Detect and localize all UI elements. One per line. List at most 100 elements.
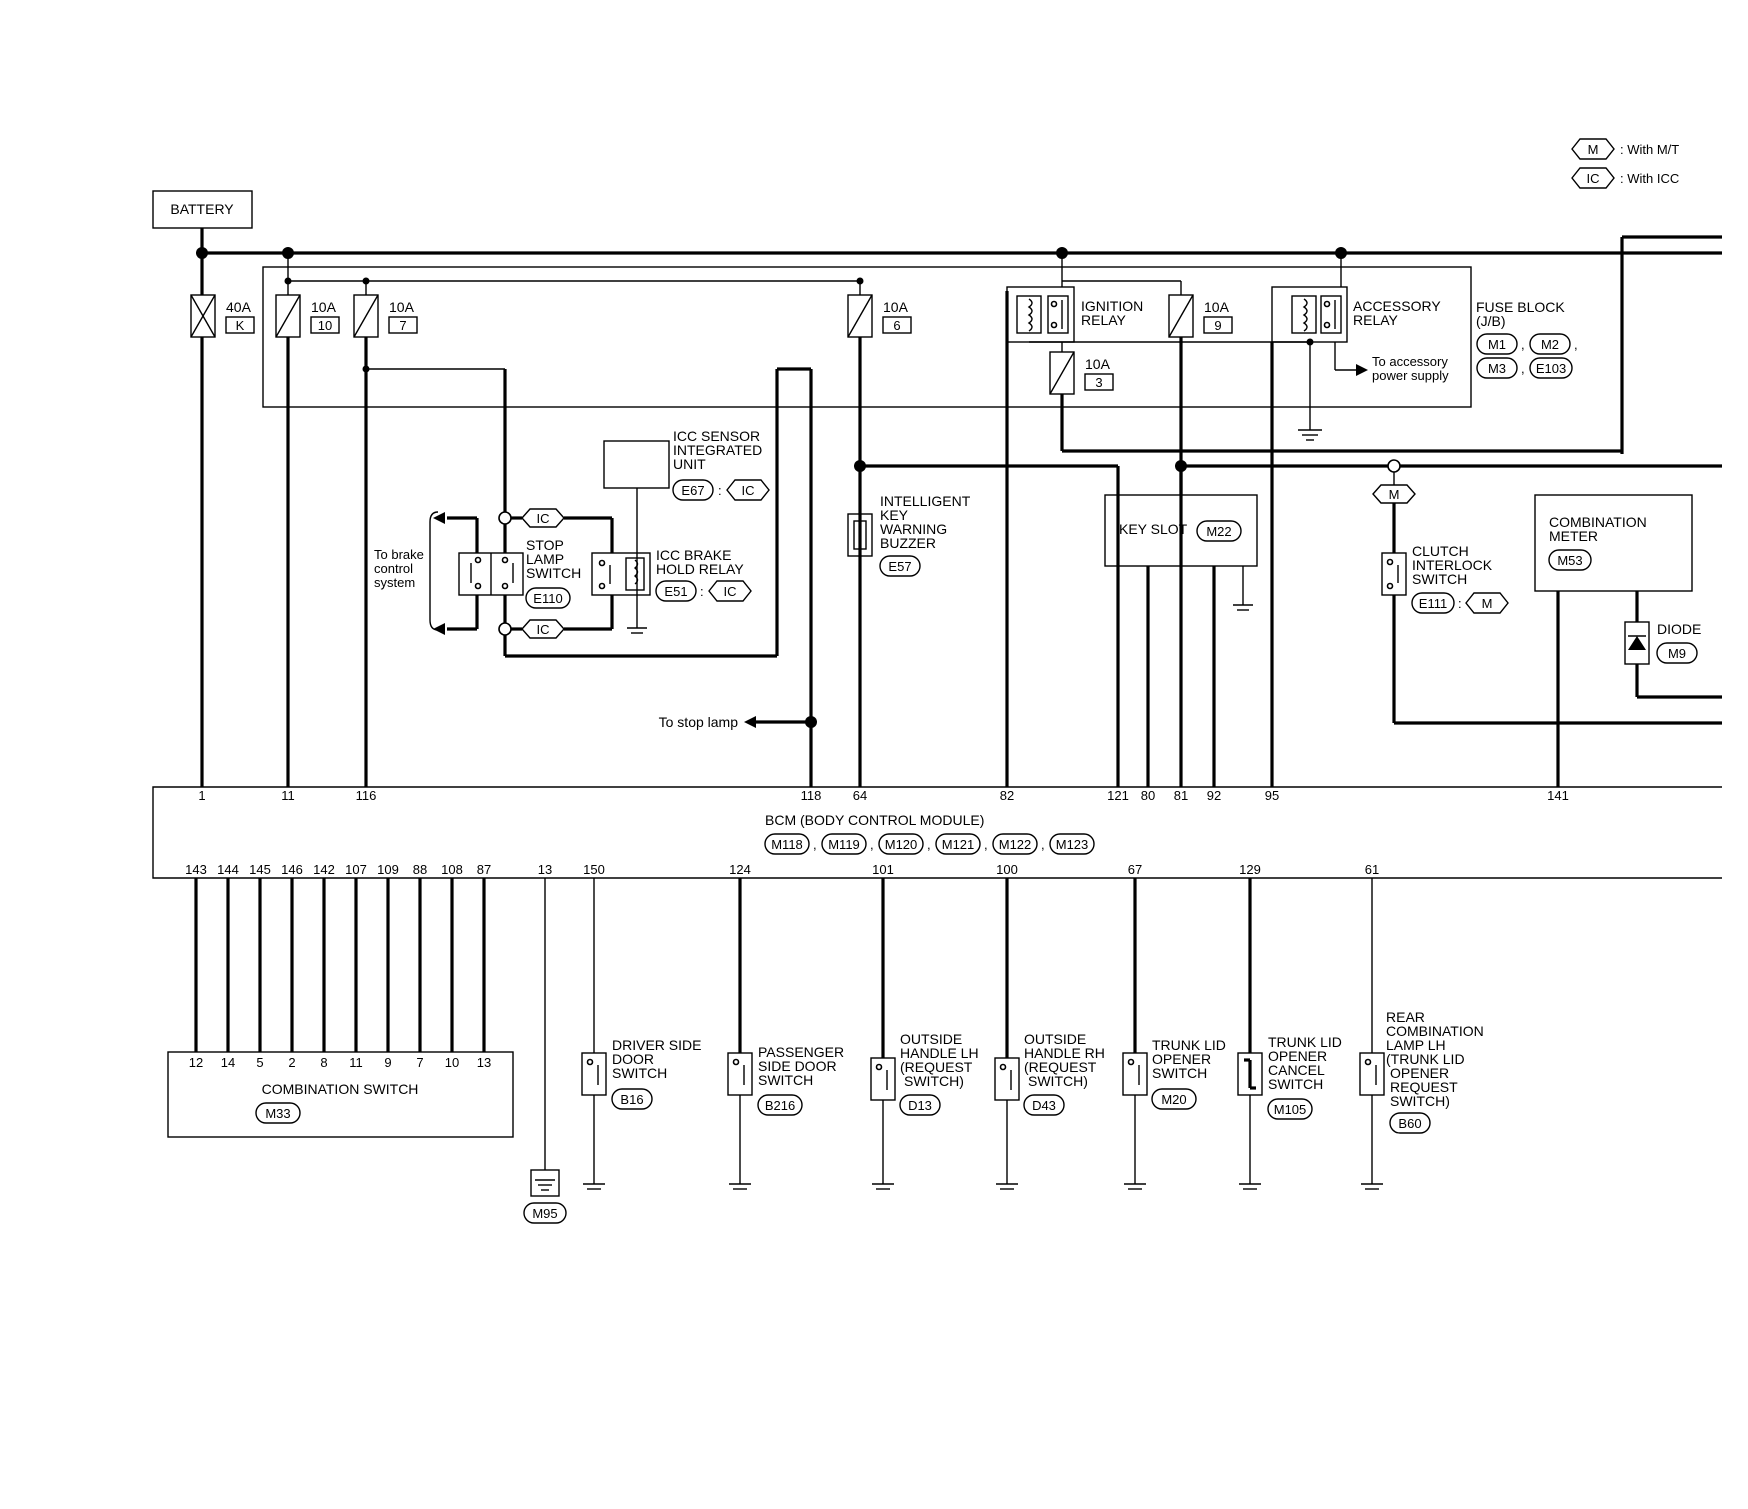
svg-text:,: , [1521, 337, 1525, 352]
svg-text:7: 7 [416, 1055, 423, 1070]
svg-text:,: , [1041, 837, 1045, 852]
svg-text:SWITCH: SWITCH [612, 1065, 667, 1081]
bcm-pin: 100 [996, 862, 1018, 877]
svg-text:METER: METER [1549, 528, 1598, 544]
legend-mt: M : With M/T [1571, 138, 1679, 160]
svg-text:SWITCH: SWITCH [1268, 1076, 1323, 1092]
svg-text:,: , [870, 837, 874, 852]
to-accessory-label: To accessory power supply [1372, 354, 1449, 383]
svg-text:LAMP LH: LAMP LH [1386, 1037, 1446, 1053]
icc-brake-hold-relay: ICC BRAKE HOLD RELAY E51 : IC [591, 547, 752, 602]
svg-text:D13: D13 [908, 1098, 932, 1113]
svg-text:B16: B16 [620, 1092, 643, 1107]
svg-text:,: , [927, 837, 931, 852]
svg-text:OUTSIDE: OUTSIDE [1024, 1031, 1086, 1047]
bcm-pin: 95 [1265, 788, 1279, 803]
svg-text:COMBINATION: COMBINATION [1386, 1023, 1484, 1039]
svg-text:M120: M120 [885, 837, 918, 852]
svg-text:M22: M22 [1206, 524, 1231, 539]
svg-text:M122: M122 [999, 837, 1032, 852]
bcm-pin: 116 [356, 788, 377, 803]
bcm-pin: 107 [345, 862, 367, 877]
svg-text:M123: M123 [1056, 837, 1089, 852]
svg-text:,: , [1574, 337, 1578, 352]
svg-text:E110: E110 [533, 591, 562, 606]
svg-text:OPENER: OPENER [1390, 1065, 1449, 1081]
legend-icc-text: : With ICC [1620, 171, 1679, 186]
fuse-10a-10: 10A 10 [275, 294, 340, 338]
svg-text:KEY: KEY [880, 507, 909, 523]
svg-text:HANDLE LH: HANDLE LH [900, 1045, 979, 1061]
svg-text:BUZZER: BUZZER [880, 535, 936, 551]
fuse-10a-7: 10A 7 [353, 294, 418, 338]
bcm-pin: 124 [729, 862, 751, 877]
fuse-40a-k: 40A K [190, 294, 255, 338]
clutch-interlock-switch: CLUTCH INTERLOCK SWITCH E111 : M [1381, 543, 1509, 614]
ic-tag-bottom: IC [537, 622, 550, 637]
bcm-title: BCM (BODY CONTROL MODULE) [765, 812, 984, 828]
bcm-pin: 141 [1547, 788, 1569, 803]
svg-text:DIODE: DIODE [1657, 621, 1701, 637]
svg-text:K: K [236, 318, 245, 333]
svg-text:SWITCH: SWITCH [526, 565, 581, 581]
svg-text:SWITCH: SWITCH [1412, 571, 1467, 587]
svg-text:12: 12 [189, 1055, 203, 1070]
bcm-pin: 118 [801, 788, 822, 803]
to-brake-control: To brake control system [374, 511, 479, 635]
svg-text:M121: M121 [942, 837, 975, 852]
bcm-pin: 64 [853, 788, 867, 803]
bcm-pin: 109 [377, 862, 399, 877]
bcm-pin: 80 [1141, 788, 1155, 803]
svg-text:INTERLOCK: INTERLOCK [1412, 557, 1493, 573]
bcm-pin: 143 [185, 862, 207, 877]
svg-text:IC: IC [742, 483, 755, 498]
svg-text:INTELLIGENT: INTELLIGENT [880, 493, 971, 509]
svg-text:TRUNK LID: TRUNK LID [1152, 1037, 1226, 1053]
svg-text::: : [718, 483, 722, 498]
svg-text:LAMP: LAMP [526, 551, 564, 567]
svg-text:UNIT: UNIT [673, 456, 706, 472]
svg-text:E57: E57 [888, 559, 911, 574]
fuse-block-label: FUSE BLOCK (J/B) M1 , M2 , M3 , E103 [1476, 299, 1578, 379]
fuse-block-connector-m2: M2 [1529, 333, 1571, 355]
svg-text:(TRUNK LID: (TRUNK LID [1386, 1051, 1465, 1067]
ignition-relay-label-2: RELAY [1081, 312, 1127, 328]
trunk-lid-opener-switch: TRUNK LID OPENER SWITCH M20 [1122, 878, 1226, 1190]
svg-text:M1: M1 [1488, 337, 1506, 352]
bcm-pin: 145 [249, 862, 271, 877]
svg-text:system: system [374, 575, 415, 590]
combination-switch-label: COMBINATION SWITCH [262, 1081, 419, 1097]
bcm-pin: 1 [198, 788, 205, 803]
svg-text:(REQUEST: (REQUEST [900, 1059, 973, 1075]
bcm-pin: 121 [1107, 788, 1129, 803]
svg-text:M33: M33 [265, 1106, 290, 1121]
stop-lamp-switch: STOP LAMP SWITCH E110 [458, 537, 581, 609]
bcm-pin: 11 [281, 788, 295, 803]
svg-text:control: control [374, 561, 413, 576]
icc-sensor-unit: ICC SENSOR INTEGRATED UNIT E67 : IC [603, 428, 770, 501]
bcm-pin: 146 [281, 862, 303, 877]
bcm-pin: 61 [1365, 862, 1379, 877]
combination-switch-harness [194, 878, 486, 1052]
svg-text:M: M [1482, 596, 1493, 611]
svg-text:KEY SLOT: KEY SLOT [1119, 521, 1188, 537]
legend-icc: IC : With ICC [1571, 167, 1679, 189]
svg-text::: : [1458, 596, 1462, 611]
svg-text:40A: 40A [226, 299, 252, 315]
ic-tag-top: IC [537, 511, 550, 526]
bcm: BCM (BODY CONTROL MODULE) M118 , M119 , … [152, 786, 1722, 879]
svg-text:IC: IC [724, 584, 737, 599]
fuse-block-subtitle: (J/B) [1476, 313, 1506, 329]
svg-text:E111: E111 [1419, 596, 1447, 611]
svg-text:WARNING: WARNING [880, 521, 947, 537]
svg-text:10A: 10A [389, 299, 415, 315]
fuse-10a-3: 10A 3 [1049, 351, 1114, 395]
svg-text:9: 9 [1214, 318, 1221, 333]
svg-text:,: , [1521, 361, 1525, 376]
svg-text:M118: M118 [771, 837, 803, 852]
svg-text:11: 11 [349, 1055, 363, 1070]
svg-text:E103: E103 [1536, 361, 1566, 376]
svg-text:,: , [984, 837, 988, 852]
